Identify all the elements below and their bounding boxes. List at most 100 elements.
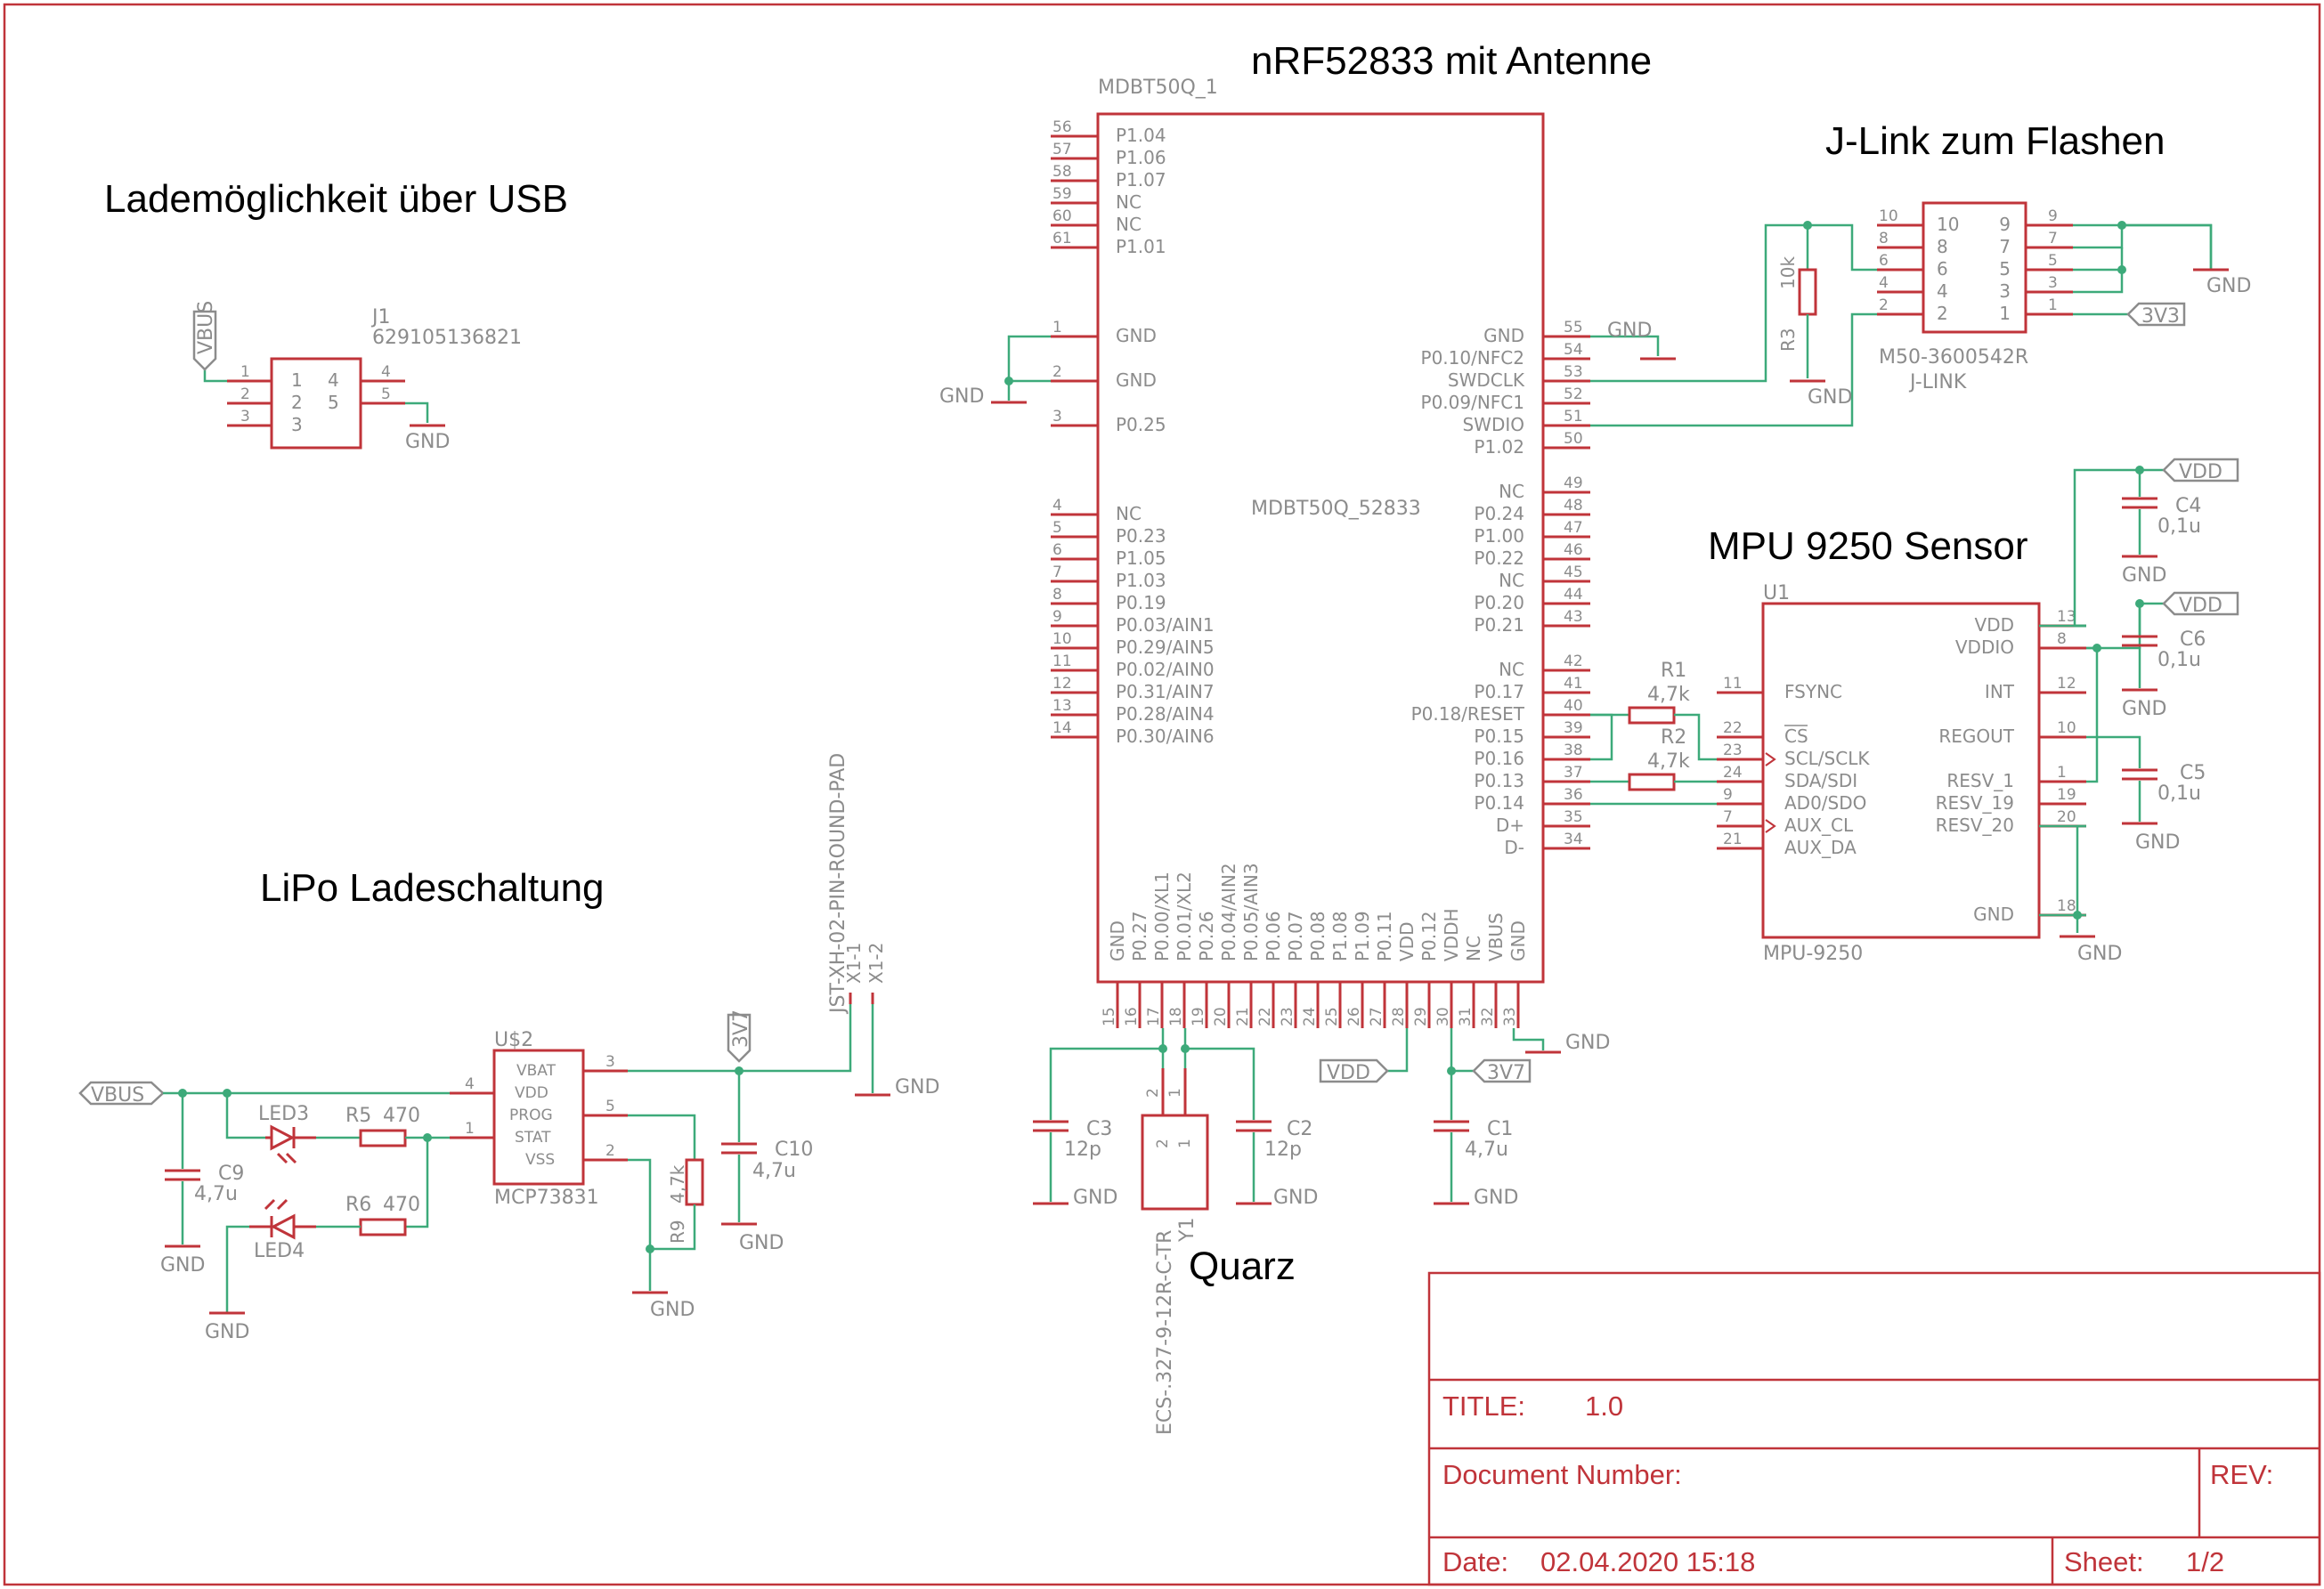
mpu-pin-name: AUX_CL [1784,815,1854,836]
gnd-label: GND [1273,1187,1318,1209]
wire-jl-3 [2073,270,2124,294]
module-pin-name: P0.21 [1474,614,1524,636]
mpu-pin-num: 10 [2057,719,2076,737]
mpu-pin-name: INT [1985,681,2015,702]
junction [1158,1044,1167,1053]
module-pin-num: 11 [1052,653,1072,670]
mpu-pin-name: RESV_20 [1936,815,2014,836]
j1-pin-inner: 5 [328,392,339,413]
mpu-clock-mark [1765,819,1776,833]
r6-value: 470 [383,1194,420,1216]
module-pin-name: GND [1507,920,1529,961]
wire-regout [2086,735,2141,768]
c4-value: 0,1u [2157,515,2201,538]
gnd-label: GND [1474,1187,1518,1209]
module-pin-num: 45 [1564,563,1583,581]
wire-p015 [1590,713,1613,761]
mcp-pin2-num: 2 [605,1142,615,1160]
mpu-pin-num: 12 [2057,675,2076,693]
module-pin-num: 13 [1052,697,1072,715]
mcp-pin1-num: 1 [465,1120,475,1138]
docnum-label: Document Number: [1442,1459,1682,1490]
gnd-label: GND [895,1076,939,1099]
module-pin-name: P0.07 [1285,911,1306,961]
mpu-pin-name: RESV_19 [1936,792,2014,814]
module-pin-num: 2 [1052,363,1062,381]
gnd-label: GND [205,1321,249,1343]
module-pin-num: 47 [1564,519,1583,537]
module-pin-num: 60 [1052,207,1072,225]
module-pin-num: 56 [1052,118,1072,136]
net-flag-vbus-charger-label: VBUS [91,1084,144,1107]
led3-refdes: LED3 [258,1103,309,1125]
module-pin-name: P1.03 [1116,570,1166,591]
y1-inner2: 2 [1154,1139,1172,1148]
title-block: TITLE: 1.0 Document Number: REV: Date: 0… [1427,1271,2321,1586]
module-pin-num: 14 [1052,719,1072,737]
module-pin-name: VBUS [1485,912,1507,961]
module-pin-num: 26 [1345,1007,1363,1026]
resistor-r3 [1798,268,1817,316]
r9-refdes: R9 [667,1220,688,1244]
date-value: 02.04.2020 15:18 [1540,1546,1755,1577]
net-flag-3v3 [2126,302,2186,327]
module-pin-num: 43 [1564,608,1583,626]
led4-triangle [270,1213,296,1240]
module-pin-name: P0.13 [1474,770,1524,791]
module-pin-name: SWDIO [1462,414,1524,435]
module-pin-name: P0.02/AIN0 [1116,659,1215,680]
module-pin-num: 59 [1052,185,1072,203]
wire [225,1093,265,1139]
gnd-label: GND [405,431,450,453]
wire-vdd28 [1387,1028,1409,1073]
c5-refdes: C5 [2180,762,2206,784]
module-pin-name: P0.09/NFC1 [1421,392,1524,413]
j1-pin-num: 2 [240,385,250,403]
module-pin-num: 35 [1564,808,1583,826]
gnd-label: GND [1073,1187,1117,1209]
module-pin-num: 9 [1052,608,1062,626]
net-flag-vdd-module [1319,1058,1389,1083]
module-pin-num: 55 [1564,319,1583,336]
module-pin-name: P0.18/RESET [1411,703,1525,725]
gnd-label: GND [160,1254,205,1277]
heading-usb: Lademöglichkeit über USB [104,177,568,221]
module-pin-name: P0.06 [1263,911,1284,961]
net-flag-vdd-c6 [2162,591,2239,616]
mpu-pin-num: 20 [2057,808,2076,826]
wire-mod-gnd-left [1007,335,1051,381]
r5-value: 470 [383,1105,420,1127]
mpu-pin-num: 9 [1723,786,1733,804]
mpu-pin-num: 1 [2057,764,2067,782]
wire-usb-gnd [405,401,429,423]
gnd-label: GND [1808,386,1852,409]
mpu-right-pins: 13VDD8VDDIO12INT10REGOUT1RESV_119RESV_19… [1936,608,2086,925]
module-value: MDBT50Q_52833 [1251,498,1421,520]
junction [1803,221,1812,230]
j1-value: 629105136821 [372,327,522,349]
jst-pin2-label: X1-2 [865,943,887,984]
resistor-r9 [685,1158,704,1206]
module-pin-num: 5 [1052,519,1062,537]
module-pin-name: P0.10/NFC2 [1421,347,1524,369]
mcp-vbat: VBAT [516,1062,557,1080]
module-pin-name: P0.31/AIN7 [1116,681,1215,702]
module-pin-num: 41 [1564,675,1583,693]
module-pin-name: P1.07 [1116,169,1166,191]
net-flag-vdd-c4 [2162,458,2239,482]
mcp-prog: PROG [509,1107,553,1124]
net-flag-3v7-charger [727,1013,752,1063]
module-pin-num: 23 [1279,1007,1296,1026]
wire-prog [628,1114,696,1160]
c6-refdes: C6 [2180,628,2206,651]
net-flag-3v7-module [1472,1058,1532,1083]
r3-refdes: R3 [1777,328,1799,352]
junction [2117,265,2126,274]
module-pin-name: P0.01/XL2 [1174,872,1195,961]
led4-ray [264,1198,276,1211]
j1-pin-inner: 1 [291,369,303,391]
wire-vss [628,1158,652,1291]
module-pin-name: VDDH [1441,908,1462,961]
mpu-pin-name: AUX_DA [1784,837,1857,858]
net-flag-vdd-c4-label: VDD [2179,461,2222,483]
